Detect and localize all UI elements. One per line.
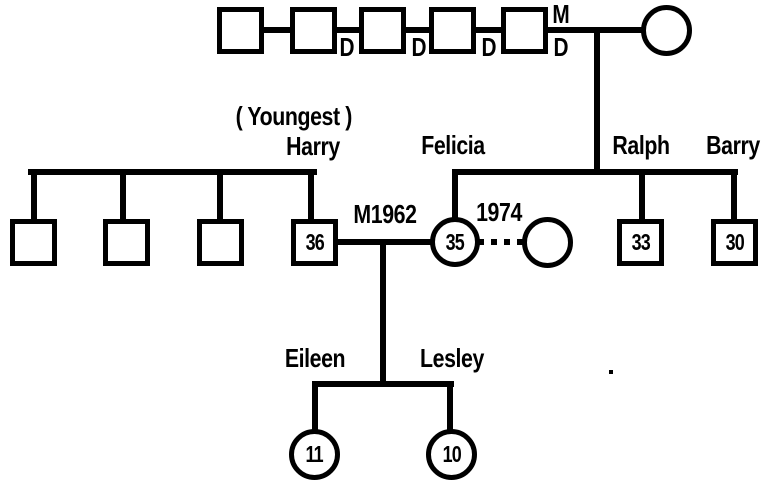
drop-line-ralph bbox=[639, 169, 645, 222]
label-harry: Harry bbox=[286, 131, 340, 161]
male-square-prior-spouse-4 bbox=[429, 7, 476, 54]
label-felicia: Felicia bbox=[421, 130, 485, 160]
sibling-line-children bbox=[312, 381, 454, 387]
felicia-age: 35 bbox=[445, 228, 465, 255]
drop-line-felicia bbox=[452, 169, 458, 222]
label-lesley: Lesley bbox=[420, 343, 484, 373]
divorce-marker-1: D bbox=[339, 32, 355, 62]
male-square-ralph: 33 bbox=[617, 219, 664, 266]
male-square-brother-3 bbox=[197, 219, 244, 266]
male-square-prior-spouse-3 bbox=[359, 7, 406, 54]
drop-line-brother-1 bbox=[31, 169, 37, 222]
eileen-age: 11 bbox=[305, 441, 324, 467]
label-marriage-1962: M1962 bbox=[353, 199, 417, 229]
male-square-harry: 36 bbox=[291, 219, 338, 266]
children-descent-line bbox=[380, 239, 386, 385]
sibling-line-left-group bbox=[28, 169, 317, 175]
parents-descent-line bbox=[594, 27, 600, 175]
drop-line-eileen bbox=[312, 381, 318, 433]
female-circle-lesley: 10 bbox=[426, 429, 477, 480]
label-year-1974: 1974 bbox=[476, 197, 522, 227]
male-square-prior-spouse-2 bbox=[290, 7, 337, 54]
female-circle-felicia: 35 bbox=[430, 217, 480, 267]
drop-line-lesley bbox=[447, 381, 453, 433]
drop-line-brother-2 bbox=[120, 169, 126, 222]
male-square-father bbox=[501, 7, 548, 54]
ralph-age: 33 bbox=[631, 229, 650, 255]
label-eileen: Eileen bbox=[284, 343, 346, 373]
female-circle-mother bbox=[641, 5, 692, 56]
divorce-marker-2: D bbox=[411, 32, 427, 62]
lesley-age: 10 bbox=[442, 441, 461, 467]
female-circle-partner-1974 bbox=[522, 217, 573, 268]
divorce-marker-4: D bbox=[553, 32, 569, 62]
barry-age: 30 bbox=[725, 229, 744, 255]
drop-line-harry bbox=[308, 169, 314, 222]
female-circle-eileen: 11 bbox=[289, 429, 340, 480]
harry-age: 36 bbox=[305, 229, 324, 255]
label-ralph: Ralph bbox=[612, 130, 670, 160]
drop-line-barry bbox=[731, 169, 737, 222]
label-barry: Barry bbox=[706, 130, 760, 160]
male-square-barry: 30 bbox=[711, 219, 758, 266]
divorce-marker-3: D bbox=[481, 32, 497, 62]
sibling-line-right-group bbox=[452, 169, 738, 175]
relationship-dotted-line bbox=[478, 239, 525, 245]
label-youngest: ( Youngest ) bbox=[235, 101, 353, 131]
drop-line-brother-3 bbox=[217, 169, 223, 222]
male-square-brother-1 bbox=[10, 219, 57, 266]
marriage-marker: M bbox=[552, 0, 570, 29]
male-square-brother-2 bbox=[103, 219, 150, 266]
male-square-prior-spouse-1 bbox=[217, 7, 264, 54]
artifact-dot bbox=[609, 370, 613, 374]
